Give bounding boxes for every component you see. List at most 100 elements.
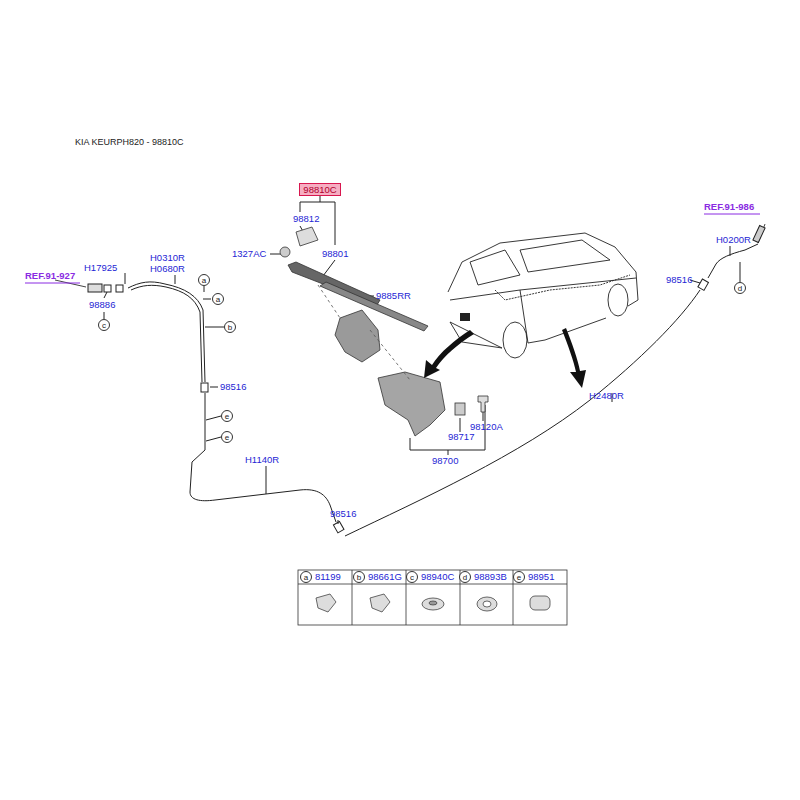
hose-clip	[104, 285, 111, 292]
node-text: e	[225, 412, 229, 421]
node-text: e	[225, 433, 229, 442]
part-number: 98516	[330, 508, 356, 520]
part-number: H0200R	[716, 234, 751, 246]
node-text: a	[202, 276, 206, 285]
grommet-icon	[483, 601, 491, 607]
location-arrow	[562, 328, 586, 388]
nozzle	[88, 284, 102, 292]
part-number: 98940C	[421, 571, 454, 583]
assembly-line	[318, 285, 410, 380]
table-rule	[298, 584, 567, 585]
cap	[296, 227, 318, 246]
clamp-icon	[530, 596, 550, 610]
part-number-box: 98810C	[299, 183, 340, 196]
part-number: 81199	[315, 571, 341, 583]
hose-joint	[333, 522, 344, 533]
leader-line	[205, 327, 224, 328]
washer-hose	[131, 285, 202, 382]
node-text: a	[304, 573, 308, 582]
node-text: d	[463, 573, 467, 582]
end-nozzle	[753, 225, 765, 242]
callout-circle: a	[198, 274, 210, 286]
node-text: b	[357, 573, 361, 582]
nut	[280, 247, 290, 257]
clip-icon	[316, 594, 336, 612]
part-number: 98812	[293, 213, 319, 225]
part-number: 98951	[528, 571, 554, 583]
grommet	[455, 403, 465, 415]
node-text: b	[228, 323, 232, 332]
callout-circle: c	[98, 319, 110, 331]
wiper-motor	[335, 310, 380, 362]
grommet-icon	[422, 598, 444, 610]
car-body	[448, 233, 638, 348]
leader-line	[175, 275, 176, 284]
washer-hose	[190, 393, 336, 522]
callout-circle: e	[221, 410, 233, 422]
grommet-icon	[429, 601, 437, 605]
part-number: 98120A	[470, 421, 503, 433]
wiper-arm	[288, 262, 380, 305]
car-window	[470, 240, 610, 285]
car-wheel	[503, 322, 527, 358]
part-number: 98516	[220, 381, 246, 393]
part-number: 98661G	[368, 571, 402, 583]
node-text: e	[517, 573, 521, 582]
leader-line	[210, 387, 218, 388]
part-number: 98893B	[474, 571, 507, 583]
motor-bracket	[378, 372, 445, 436]
washer-hose	[708, 244, 758, 278]
leader-line	[104, 312, 105, 319]
part-number: H1140R	[245, 454, 279, 466]
part-number: H0310R	[150, 252, 185, 264]
leader-line	[266, 466, 267, 494]
hose-clip	[116, 285, 123, 292]
hose-joint	[201, 383, 208, 392]
leader-line	[204, 286, 205, 292]
grommet-icon	[477, 597, 497, 611]
ref-underline	[25, 283, 80, 284]
car-wheel	[608, 284, 628, 316]
callout-circle: c	[406, 571, 418, 583]
rear-wiper-mark	[460, 313, 470, 321]
callout-circle: b	[224, 321, 236, 333]
washer-hose	[345, 290, 700, 536]
part-number: H17925	[84, 262, 117, 274]
leader-line	[740, 262, 741, 282]
part-number: 98516	[666, 274, 692, 286]
hose-joint	[698, 279, 709, 290]
leader-line	[206, 437, 221, 441]
callout-circle: a	[300, 571, 312, 583]
callout-circle: d	[734, 282, 746, 294]
node-text: 98810C	[303, 184, 336, 195]
bolt	[478, 396, 488, 412]
part-number: 98717	[448, 431, 474, 443]
callout-circle: b	[353, 571, 365, 583]
car-hose	[495, 275, 630, 300]
callout-circle: a	[212, 293, 224, 305]
callout-circle: e	[513, 571, 525, 583]
node-text: a	[216, 295, 220, 304]
node-text: c	[102, 321, 106, 330]
ref-underline	[704, 214, 760, 215]
car-line	[450, 278, 636, 343]
part-number: 98801	[322, 248, 348, 260]
part-number: H0680R	[150, 263, 185, 275]
callout-circle: e	[221, 431, 233, 443]
reference-link: REF.91-927	[25, 270, 75, 282]
part-number: 98700	[432, 455, 458, 467]
part-number: 9885RR	[376, 290, 411, 302]
leader-line	[730, 246, 731, 256]
part-number: H2480R	[589, 390, 624, 402]
wiper-blade	[320, 282, 428, 331]
clip-icon	[370, 594, 390, 612]
part-number: 98886	[89, 299, 115, 311]
leader-line	[338, 520, 339, 524]
reference-link: REF.91-986	[704, 201, 754, 213]
leader-line	[203, 299, 211, 300]
diagram-title: KIA KEURPH820 - 98810C	[75, 137, 184, 147]
washer-hose	[128, 282, 205, 382]
callout-circle: d	[459, 571, 471, 583]
leader-line	[104, 292, 107, 298]
leader-line	[460, 418, 461, 432]
